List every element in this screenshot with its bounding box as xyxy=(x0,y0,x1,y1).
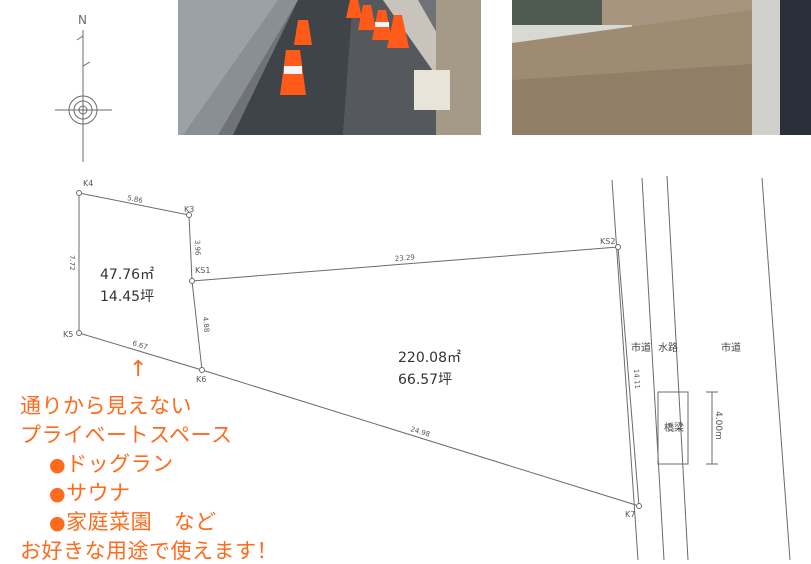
compass xyxy=(55,30,112,162)
label-k3: K3 xyxy=(184,205,194,214)
road-line-1 xyxy=(611,179,639,561)
boundary-ks1-ks2 xyxy=(191,246,619,282)
small-lot-area-m2: 47.76㎡ xyxy=(100,267,154,283)
label-city-road-left: 市道 xyxy=(631,341,651,354)
dim-k6-k7: 24.98 xyxy=(409,425,431,439)
boundary-k6-k7 xyxy=(201,369,640,507)
callout-line-2: プライベートスペース xyxy=(20,423,233,447)
callout-bullet-2: ●サウナ xyxy=(49,483,131,504)
bullet-dot-icon: ● xyxy=(49,512,67,534)
bridge-box xyxy=(657,391,689,465)
label-k6: K6 xyxy=(196,375,206,384)
bullet-dot-icon: ● xyxy=(49,454,67,476)
bullet-dot-icon: ● xyxy=(49,483,67,505)
point-k3 xyxy=(186,212,192,218)
label-k4: K4 xyxy=(83,179,93,188)
label-k7: K7 xyxy=(625,510,635,519)
dim-ks1-ks2: 23.29 xyxy=(395,253,416,263)
north-arrow-icon xyxy=(76,35,91,67)
bullet-sauna: サウナ xyxy=(66,481,131,505)
callout-arrow: ↑ xyxy=(129,357,148,382)
compass-center xyxy=(78,105,88,115)
point-k7 xyxy=(636,503,642,509)
point-k5 xyxy=(76,330,82,336)
waterway-line xyxy=(666,175,689,561)
dim-k4-k3: 5.86 xyxy=(127,194,144,205)
label-city-road-right: 市道 xyxy=(721,341,741,354)
callout-footer: お好きな用途で使えます！ xyxy=(20,539,278,563)
compass-inner-ring xyxy=(73,100,93,120)
point-ks2 xyxy=(615,244,621,250)
large-lot-area-m2: 220.08㎡ xyxy=(398,350,461,366)
dim-ks1-k6: 4.88 xyxy=(201,316,211,332)
dim-k3-ks1: 3.96 xyxy=(193,240,202,256)
dim-k4-k5: 7.72 xyxy=(68,255,76,271)
callout-bullet-1: ●ドッグラン xyxy=(49,454,174,475)
label-waterway: 水路 xyxy=(658,341,678,354)
dim-ks2-k7: 14.11 xyxy=(632,369,641,389)
road-edge-left xyxy=(617,246,640,507)
label-ks2: KS2 xyxy=(600,237,615,246)
bullet-garden: 家庭菜園 など xyxy=(66,510,217,534)
compass-outer-ring xyxy=(68,95,98,125)
point-k4 xyxy=(76,190,82,196)
callout-bullet-3: ●家庭菜園 など xyxy=(49,512,217,533)
label-k5: K5 xyxy=(63,330,73,339)
callout-line-1: 通りから見えない xyxy=(20,394,192,418)
small-lot-area-tsubo: 14.45坪 xyxy=(100,289,154,305)
small-lot-boundary xyxy=(78,192,203,371)
point-k6 xyxy=(199,367,205,373)
road-line-far xyxy=(761,177,791,561)
photo-gravel-lot xyxy=(512,0,811,135)
label-ks1: KS1 xyxy=(195,266,210,275)
road-line-2 xyxy=(641,177,665,561)
photo-road-cones xyxy=(178,0,481,135)
dim-bridge: 4.00m xyxy=(713,411,723,440)
north-label: N xyxy=(78,13,87,27)
label-bridge: 橋梁 xyxy=(664,421,684,434)
bullet-dog-run: ドッグラン xyxy=(66,452,174,476)
point-ks1 xyxy=(189,278,195,284)
large-lot-area-tsubo: 66.57坪 xyxy=(398,372,452,388)
